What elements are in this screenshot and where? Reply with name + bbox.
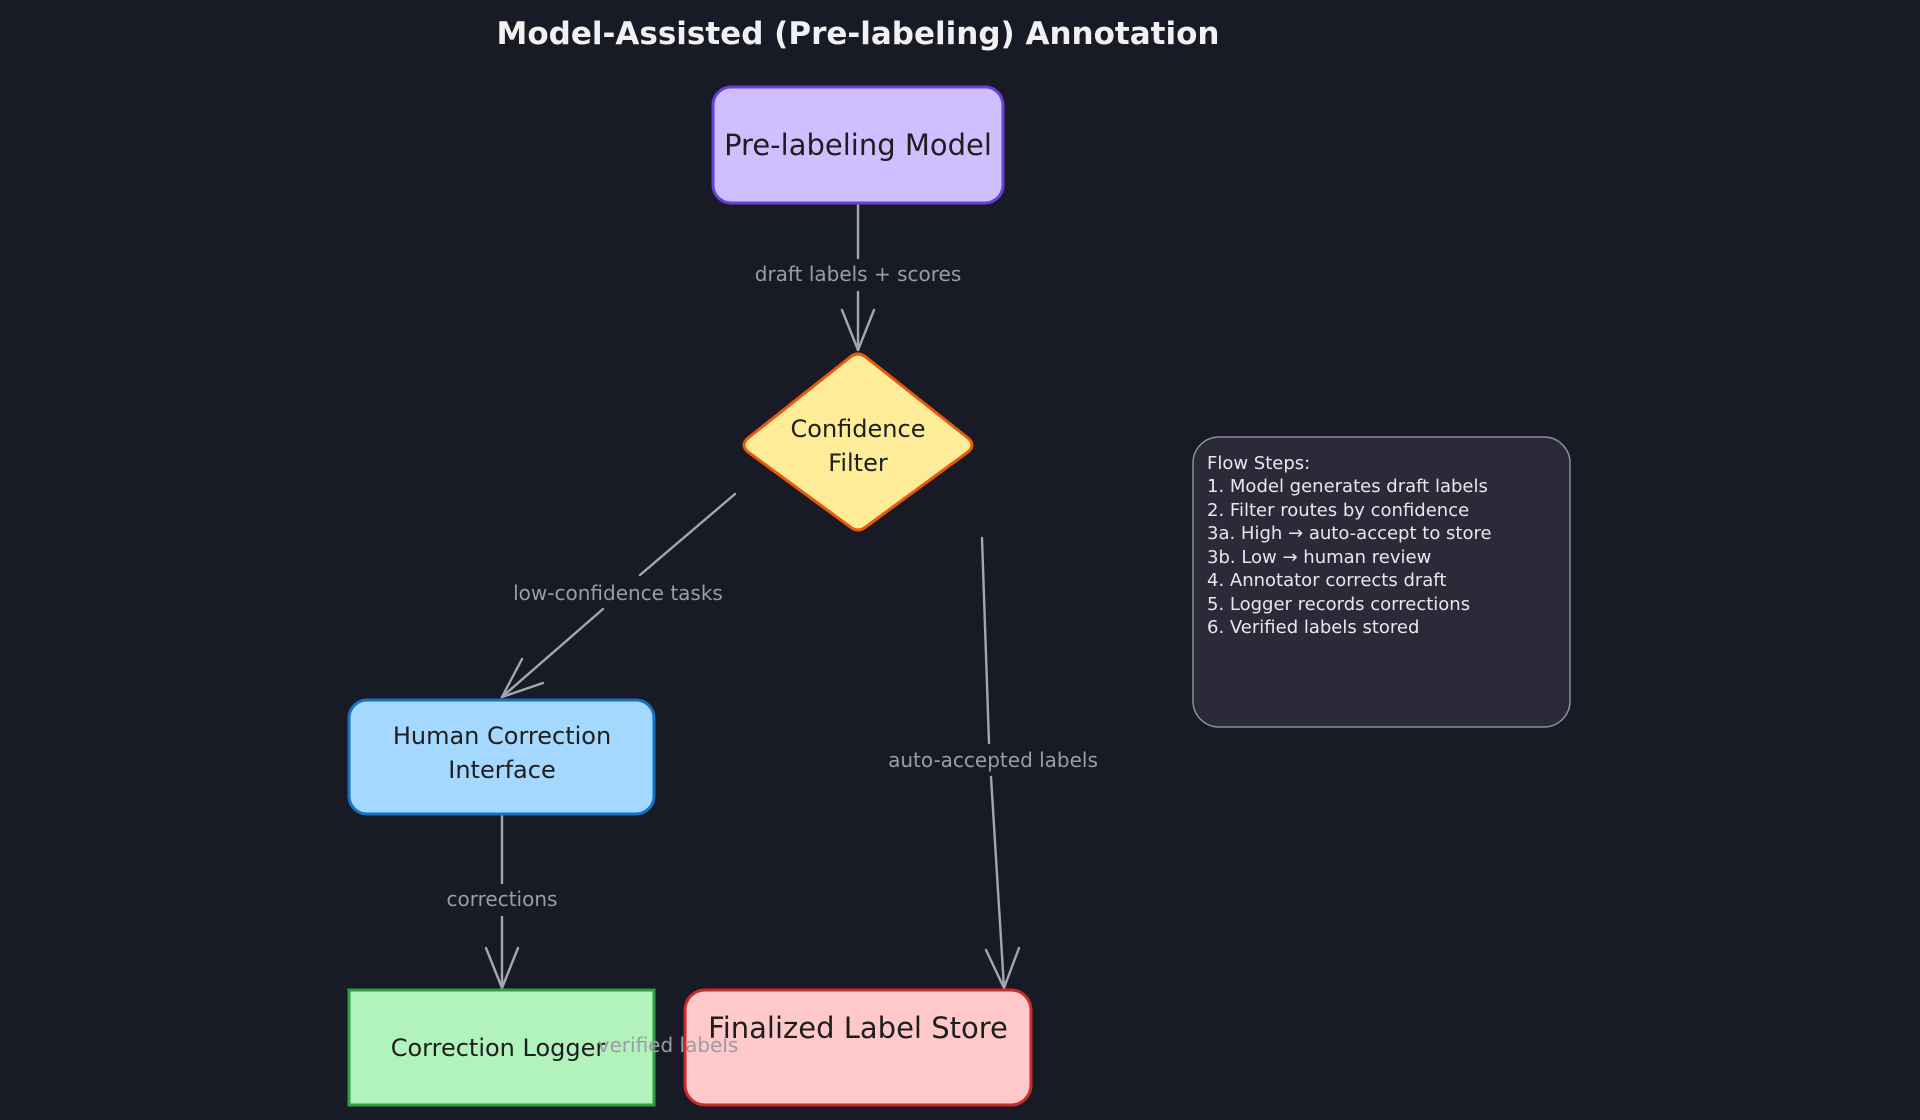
prelabeling-model-box [711,85,1005,205]
node-correction-logger[interactable]: Correction Logger [347,988,656,1107]
human-correction-label-line2: Interface [448,756,555,784]
edge-label-corrections: corrections [447,887,558,911]
node-confidence-filter[interactable]: Confidence Filter [742,352,974,532]
confidence-filter-diamond [742,352,974,532]
flow-step-6: 6. Verified labels stored [1207,617,1419,638]
edge-label-verified: verified labels [598,1033,739,1057]
edge-label-auto-accepted: auto-accepted labels [888,748,1098,772]
edge-label-draft: draft labels + scores [755,262,961,286]
label-store-box [683,988,1033,1107]
arrowhead-model-to-filter [840,308,876,352]
flow-step-3a: 3a. High → auto-accept to store [1207,523,1492,544]
label-store-label: Finalized Label Store [708,1011,1008,1045]
human-correction-box [347,698,656,816]
flow-step-5: 5. Logger records corrections [1207,594,1470,615]
edge-filter-to-human [500,492,737,699]
edge-filter-to-store [980,536,1006,990]
flow-steps-box [1192,436,1571,728]
node-prelabeling-model[interactable]: Pre-labeling Model [711,85,1005,205]
correction-logger-box [347,988,656,1107]
arrowhead-filter-to-store [984,946,1021,990]
flow-step-1: 1. Model generates draft labels [1207,476,1488,497]
confidence-filter-label-line2: Filter [828,449,888,477]
arrowhead-filter-to-human [500,657,545,699]
confidence-filter-label-line1: Confidence [791,415,926,443]
edges [484,201,1021,990]
diagram-title: Model-Assisted (Pre-labeling) Annotation [497,16,1220,52]
prelabeling-model-label: Pre-labeling Model [724,128,992,162]
node-human-correction-interface[interactable]: Human Correction Interface [347,698,656,816]
human-correction-label-line1: Human Correction [393,722,611,750]
node-finalized-label-store[interactable]: Finalized Label Store [683,988,1033,1107]
flow-steps-heading: Flow Steps: [1207,453,1310,474]
flow-step-2: 2. Filter routes by confidence [1207,500,1469,521]
correction-logger-label: Correction Logger [391,1034,606,1062]
flow-steps-panel: Flow Steps: 1. Model generates draft lab… [1192,436,1571,728]
flow-step-4: 4. Annotator corrects draft [1207,570,1446,591]
edge-label-low-confidence: low-confidence tasks [513,581,723,605]
flow-step-3b: 3b. Low → human review [1207,547,1431,568]
arrowhead-human-to-logger [484,946,520,990]
